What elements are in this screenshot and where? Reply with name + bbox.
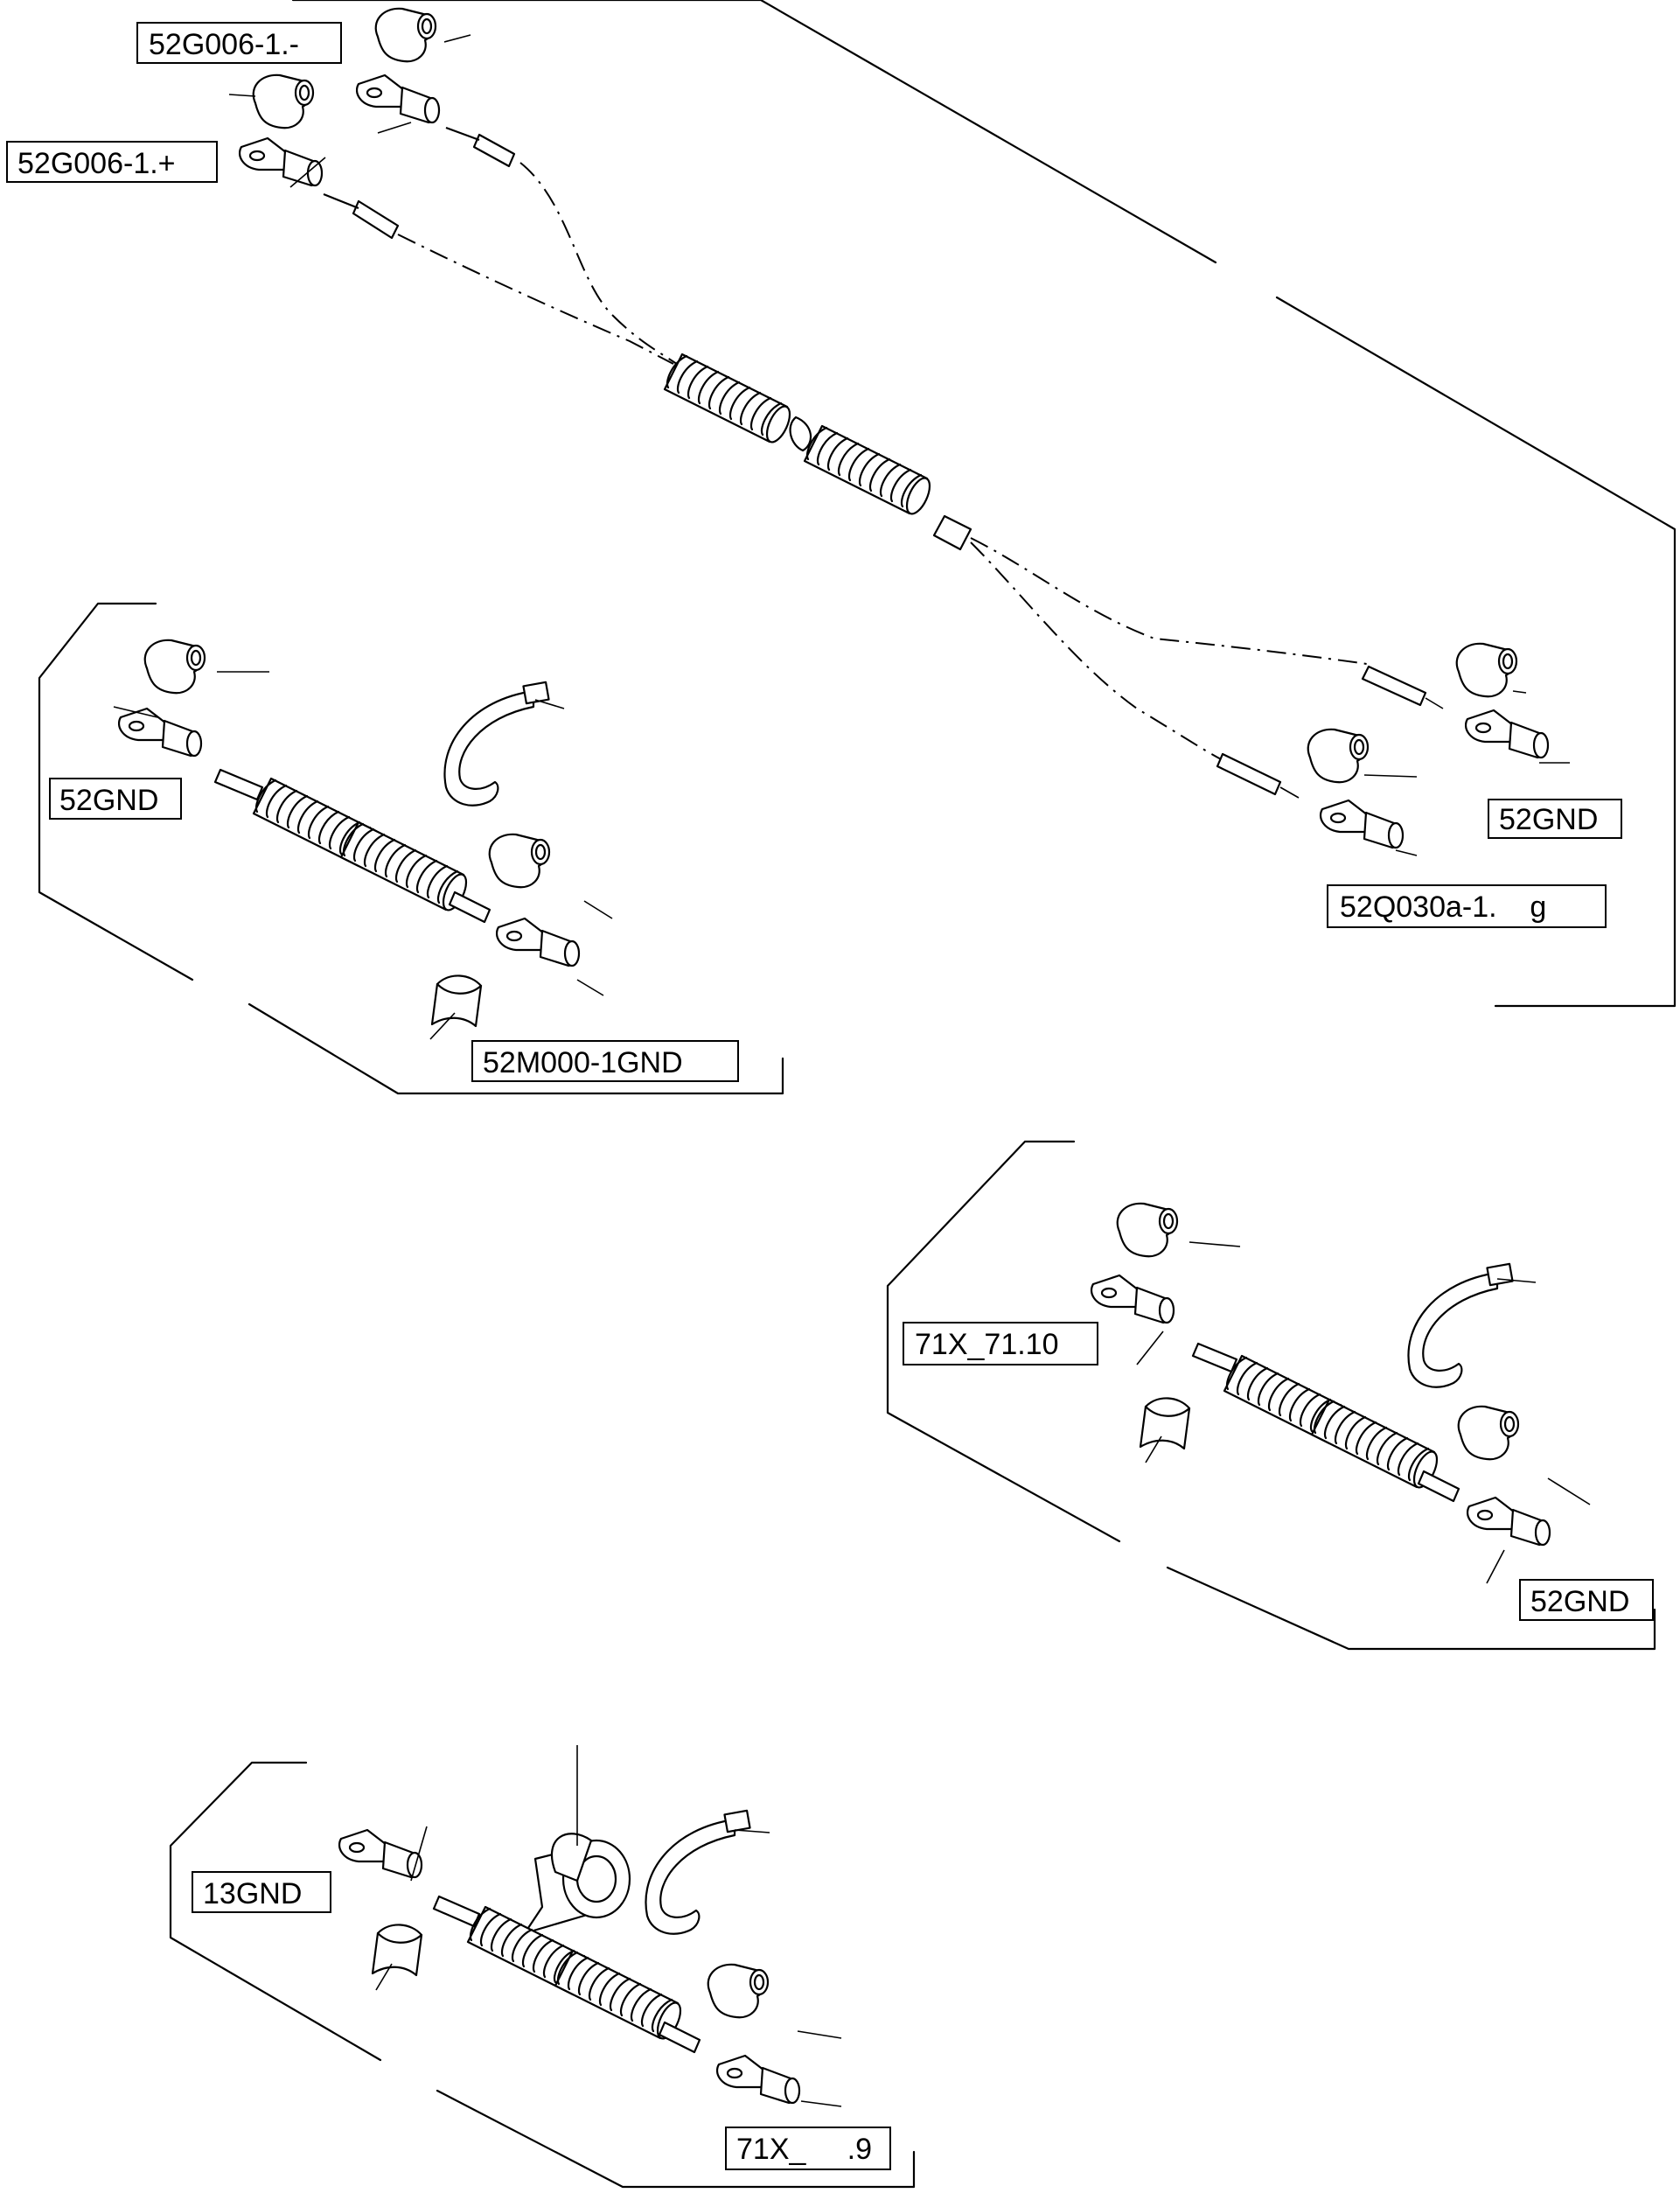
- ring-lug-icon: [715, 2054, 801, 2105]
- sleeve-icon: [1139, 1397, 1191, 1450]
- boot-cap-icon: [707, 1963, 770, 2019]
- cable-tie-icon: [1407, 1262, 1514, 1388]
- label-box: [1519, 1579, 1654, 1621]
- tape-roll-icon: [523, 1745, 631, 1935]
- corrugated-conduit-icon: [663, 353, 796, 447]
- label-box: [1488, 799, 1622, 839]
- ring-lug-icon: [117, 707, 203, 758]
- label-bottom-gnd: 13GND: [203, 1877, 302, 1910]
- ring-lug-icon: [1090, 1274, 1175, 1324]
- boot-cap-icon: [1455, 642, 1518, 698]
- corrugated-conduit-icon: [803, 424, 936, 519]
- ring-lug-icon: [238, 136, 324, 187]
- label-mid-right-gnd: 52GND: [1499, 803, 1598, 836]
- label-right-gnd: 52GND: [1530, 1585, 1629, 1618]
- boot-cap-icon: [252, 73, 315, 129]
- ring-lug-icon: [1464, 709, 1550, 759]
- label-box: [136, 22, 342, 64]
- label-top-neg: 52G006-1.-: [149, 28, 299, 61]
- label-box: [192, 1871, 331, 1913]
- cable-tie-icon: [645, 1809, 751, 1935]
- label-left-gnd: 52GND: [59, 784, 158, 817]
- label-box: [725, 2127, 891, 2170]
- label-box: [1327, 884, 1607, 928]
- boot-cap-icon: [1457, 1405, 1520, 1461]
- label-box: [6, 141, 218, 183]
- label-left-m: 52M000-1GND: [483, 1046, 683, 1079]
- label-mid-right-q: 52Q030a-1. g: [1340, 890, 1546, 924]
- ring-lug-icon: [495, 917, 581, 967]
- bottom-assembly: 13GND 71X_ .9: [169, 1745, 916, 2189]
- ring-lug-icon: [1319, 799, 1405, 849]
- label-top-pos: 52G006-1.+: [17, 147, 176, 180]
- boot-cap-icon: [143, 639, 206, 695]
- label-box: [49, 778, 182, 820]
- top-assembly: 52G006-1.- 52G006-1.+ 52GND 52Q030a-1. g: [6, 0, 1677, 1008]
- boot-cap-icon: [1116, 1202, 1179, 1258]
- sleeve-icon: [371, 1924, 423, 1977]
- boot-cap-icon: [1307, 728, 1370, 784]
- boot-cap-icon: [488, 833, 551, 889]
- label-right-x: 71X_71.10: [915, 1328, 1059, 1361]
- left-assembly: 52GND 52M000-1GND: [38, 602, 784, 1095]
- label-box: [903, 1322, 1098, 1365]
- label-box: [471, 1040, 739, 1082]
- ring-lug-icon: [355, 73, 441, 124]
- right-assembly: 71X_71.10 52GND: [886, 1140, 1656, 1651]
- cable-tie-icon: [443, 681, 550, 807]
- ring-lug-icon: [338, 1828, 423, 1879]
- label-bottom-x: 71X_ .9: [736, 2133, 872, 2166]
- sleeve-icon: [430, 974, 483, 1028]
- boot-cap-icon: [374, 7, 437, 63]
- ring-lug-icon: [1466, 1496, 1551, 1547]
